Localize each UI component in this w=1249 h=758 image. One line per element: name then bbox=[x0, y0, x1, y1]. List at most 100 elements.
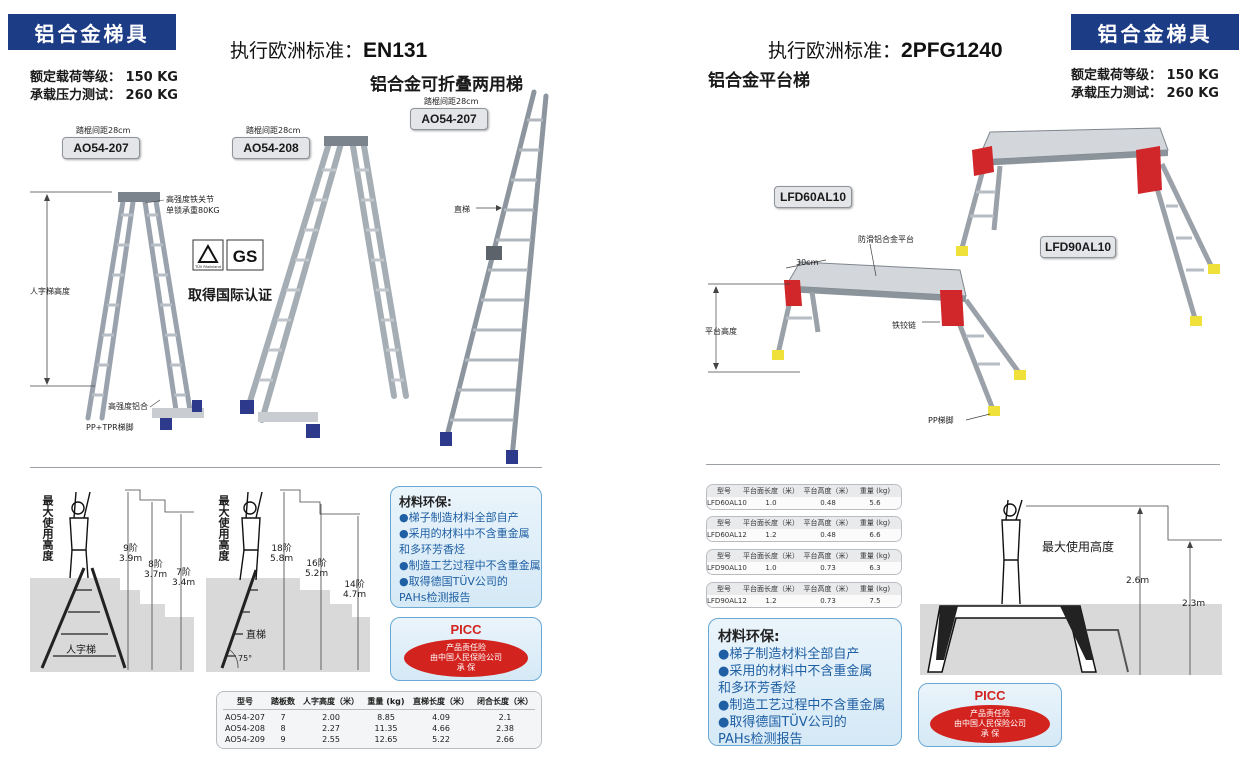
pill-header-cell: 型号 bbox=[717, 487, 731, 495]
pill-value-cell: LFD90AL10 bbox=[707, 564, 747, 572]
pill-value-cell: 1.0 bbox=[765, 499, 777, 507]
left-picc-line2: 由中国人民保险公司 bbox=[430, 653, 502, 662]
hinge-right-label: 铁铰链 bbox=[892, 321, 916, 330]
table-row: AO54-209 9 2.55 12.65 5.22 2.66 bbox=[223, 734, 535, 745]
a-step-8-count: 8阶 bbox=[148, 560, 163, 570]
left-table-header-cell: 人字高度（米） bbox=[303, 697, 359, 706]
a-step-8: 8阶 3.7m bbox=[144, 560, 167, 580]
left-picc-title: PICC bbox=[450, 622, 482, 637]
ladder2-model-tag: AO54-208 bbox=[232, 137, 310, 159]
table-cell: AO54-207 bbox=[225, 713, 265, 722]
right-env-item: ●梯子制造材料全部自产 bbox=[718, 647, 860, 662]
left-picc-badge: 产品责任险 由中国人民保险公司 承 保 bbox=[404, 639, 528, 677]
pill-value-cell: 7.5 bbox=[869, 597, 881, 605]
left-table-header-cell: 闭合长度（米） bbox=[477, 697, 533, 706]
pill-value-cell: 0.73 bbox=[820, 597, 836, 605]
left-picc-line3: 承 保 bbox=[456, 663, 476, 672]
right-standard-line: 执行欧洲标准：2PFG1240 bbox=[768, 36, 1003, 63]
hinge-label: 高强度铁关节 bbox=[166, 195, 214, 204]
left-standard-line: 执行欧洲标准：EN131 bbox=[230, 36, 427, 63]
left-pressure-test: 承载压力测试： 260 KG bbox=[30, 88, 178, 103]
right-picc-badge: 产品责任险 由中国人民保险公司 承 保 bbox=[930, 705, 1050, 743]
pill-value-cell: 0.48 bbox=[820, 499, 836, 507]
right-env-item: 和多环芳香烃 bbox=[718, 681, 797, 696]
table-cell: 2.1 bbox=[498, 713, 512, 722]
straight-step-16-height: 5.2m bbox=[305, 569, 329, 579]
straight-step-14-height: 4.7m bbox=[343, 590, 367, 600]
right-env-item: ●制造工艺过程中不含重金属 bbox=[718, 698, 886, 713]
straight-step-18: 18阶 5.8m bbox=[270, 544, 293, 564]
straight-step-14-count: 14阶 bbox=[344, 580, 365, 590]
left-standard-code: EN131 bbox=[363, 39, 428, 62]
right-product-title: 铝合金平台梯 bbox=[708, 71, 810, 91]
left-table-header: 型号 踏板数 人字高度（米） 重量 (kg) 直梯长度（米） 闭合长度（米） bbox=[223, 696, 535, 710]
straight-ladder-label: 直梯 bbox=[246, 630, 266, 641]
right-env-title: 材料环保: bbox=[718, 629, 780, 645]
straight-step-14: 14阶 4.7m bbox=[343, 580, 366, 600]
a-step-8-height: 3.7m bbox=[144, 570, 168, 580]
right-picc-line3: 承 保 bbox=[980, 729, 1000, 738]
pill-value-cell: 1.2 bbox=[765, 597, 777, 605]
pill-header-cell: 平台高度（米） bbox=[803, 552, 853, 560]
right-standard-label: 执行欧洲标准： bbox=[768, 40, 902, 62]
pp-feet-label: PP梯脚 bbox=[928, 416, 954, 425]
table-cell: AO54-208 bbox=[225, 724, 265, 733]
left-table-header-cell: 型号 bbox=[237, 697, 253, 706]
cert-label: 取得国际认证 bbox=[188, 288, 272, 304]
right-load-rating: 额定载荷等级： 150 KG bbox=[1071, 68, 1219, 83]
left-table-header-cell: 直梯长度（米） bbox=[413, 697, 469, 706]
table-cell: 2.55 bbox=[322, 735, 340, 744]
table-cell: 4.09 bbox=[432, 713, 450, 722]
ladder1-model-tag: AO54-207 bbox=[62, 137, 140, 159]
right-env-item: ●取得德国TÜV公司的 bbox=[718, 715, 847, 730]
right-env-item: PAHs检测报告 bbox=[718, 732, 803, 747]
pill-value-cell: 6.3 bbox=[869, 564, 881, 572]
left-env-item: 和多环芳香烃 bbox=[399, 543, 465, 556]
a-step-7: 7阶 3.4m bbox=[172, 568, 195, 588]
right-divider bbox=[706, 464, 1220, 465]
pill-value-cell: 0.48 bbox=[820, 531, 836, 539]
left-load-rating: 额定载荷等级： 150 KG bbox=[30, 70, 178, 85]
ladder2-spacing: 踏棍间距28cm bbox=[246, 126, 301, 135]
pill-value-cell: 5.6 bbox=[869, 499, 881, 507]
diagram2-max-height: 最大使用高度 bbox=[217, 495, 230, 561]
table-cell: 8.85 bbox=[377, 713, 395, 722]
right-pressure-test: 承载压力测试： 260 KG bbox=[1071, 86, 1219, 101]
left-table-header-cell: 踏板数 bbox=[271, 697, 295, 706]
table-row: AO54-207 7 2.00 8.85 4.09 2.1 bbox=[223, 712, 535, 723]
right-picc-box: PICC 产品责任险 由中国人民保险公司 承 保 bbox=[918, 683, 1062, 747]
left-env-item: ●采用的材料中不含重金属 bbox=[399, 527, 530, 540]
right-standard-code: 2PFG1240 bbox=[901, 39, 1003, 62]
table-row: AO54-208 8 2.27 11.35 4.66 2.38 bbox=[223, 723, 535, 734]
right-max-height-label: 最大使用高度 bbox=[1042, 540, 1115, 554]
feet-label: PP+TPR梯脚 bbox=[86, 423, 134, 432]
a-step-9-count: 9阶 bbox=[123, 544, 138, 554]
ladder1-spacing: 踏棍间距28cm bbox=[76, 126, 131, 135]
left-usage-diagrams bbox=[30, 489, 370, 672]
pill-header-cell: 平台高度（米） bbox=[803, 585, 853, 593]
right-usage-diagram bbox=[920, 499, 1222, 675]
left-table-header-cell: 重量 (kg) bbox=[367, 697, 405, 706]
a-ladder-label: 人字梯 bbox=[66, 645, 96, 656]
straight-label: 直梯 bbox=[454, 205, 470, 214]
left-divider bbox=[30, 467, 542, 468]
pill-header-cell: 平台面长度（米） bbox=[743, 487, 799, 495]
table-cell: 8 bbox=[280, 724, 286, 733]
pill-value-cell: 1.0 bbox=[765, 564, 777, 572]
pill-header-cell: 型号 bbox=[717, 585, 731, 593]
table-cell: 12.65 bbox=[374, 735, 398, 744]
pill-header-cell: 重量 (kg) bbox=[859, 585, 891, 593]
left-picc-line1: 产品责任险 bbox=[446, 643, 486, 652]
table-cell: 2.27 bbox=[322, 724, 340, 733]
straight-step-16-count: 16阶 bbox=[306, 559, 327, 569]
straight-step-18-count: 18阶 bbox=[271, 544, 292, 554]
left-product-title: 铝合金可折叠两用梯 bbox=[370, 75, 523, 95]
pill-header-cell: 平台面长度（米） bbox=[743, 585, 799, 593]
pill-header-cell: 平台高度（米） bbox=[803, 519, 853, 527]
tuv-logo-text: TÜV Rheinland bbox=[194, 264, 221, 269]
model-tag-lfd90: LFD90AL10 bbox=[1040, 236, 1116, 258]
straight-step-18-height: 5.8m bbox=[270, 554, 294, 564]
pill-value-cell: 0.73 bbox=[820, 564, 836, 572]
